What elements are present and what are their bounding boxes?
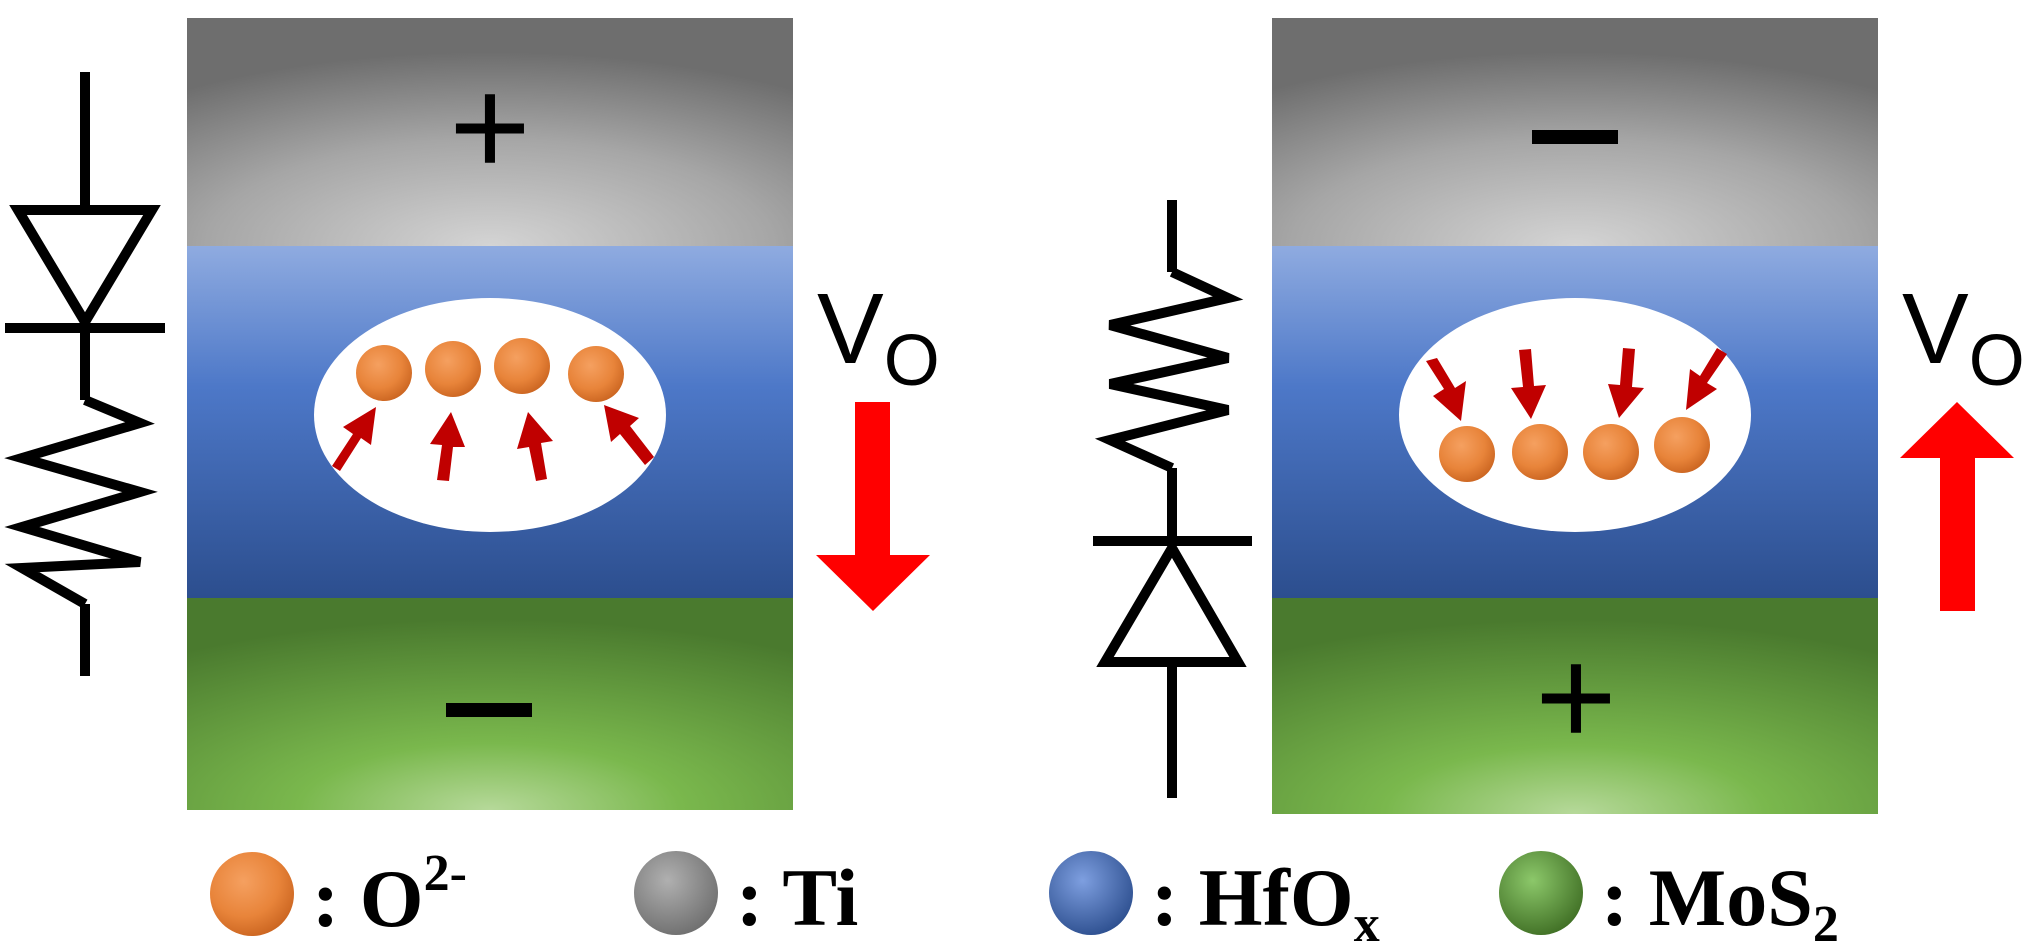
mos2-swatch [1499, 851, 1583, 935]
oxygen-ion [1512, 424, 1568, 480]
legend-label: : MoS [1601, 852, 1813, 943]
oxygen-ion [1439, 426, 1495, 482]
ion-arrow [604, 405, 654, 465]
left-vo-label: VO [817, 273, 940, 401]
diode-icon [1096, 538, 1247, 667]
ion-arrow [1686, 348, 1727, 410]
legend-item-oxygen-ion: : O2- [210, 845, 467, 944]
left-circuit-symbol [4, 72, 165, 676]
right-filament-region [1399, 298, 1751, 532]
oxygen-ion [568, 346, 624, 402]
ion-arrow [517, 412, 553, 481]
legend-sup: 2- [424, 845, 467, 902]
legend-item-mos2: : MoS2 [1499, 851, 1839, 951]
ion-arrow [430, 412, 465, 481]
legend: : O2- : Ti : HfOx : MoS2 [210, 845, 1839, 951]
right-panel: + VO [1093, 18, 2025, 814]
left-vo-arrow-down [816, 402, 930, 611]
oxygen-ion [1583, 424, 1639, 480]
right-bottom-sign: + [1535, 618, 1617, 775]
hfox-swatch [1049, 851, 1133, 935]
right-vo-label: VO [1902, 273, 2025, 401]
legend-label: : HfO [1151, 852, 1354, 943]
left-bottom-sign [446, 703, 532, 717]
legend-sub: 2 [1813, 896, 1839, 951]
legend-item-hfox: : HfOx [1049, 851, 1380, 951]
oxygen-ion [494, 338, 550, 394]
legend-label: : Ti [736, 852, 858, 943]
ion-arrow [332, 407, 376, 471]
ti-swatch [634, 851, 718, 935]
oxygen-ion [1654, 417, 1710, 473]
resistor-icon [4, 395, 158, 609]
svg-text:: MoS2: : MoS2 [1601, 852, 1839, 951]
left-top-sign: + [449, 48, 531, 205]
diode-icon [9, 205, 161, 332]
right-top-sign [1532, 130, 1618, 144]
resistor-icon [1094, 267, 1244, 473]
right-circuit-symbol [1093, 200, 1252, 798]
svg-text:: Ti: : Ti [736, 852, 858, 943]
legend-label: : O [312, 853, 424, 944]
legend-sub: x [1354, 896, 1380, 951]
ion-arrow [1426, 358, 1466, 421]
right-vo-arrow-up [1900, 402, 2014, 611]
left-panel: + VO [4, 18, 940, 810]
oxygen-ion [425, 341, 481, 397]
ion-arrow [1608, 348, 1644, 418]
oxygen-ion [356, 345, 412, 401]
svg-text:: O2-: : O2- [312, 845, 467, 944]
ion-arrow [1511, 349, 1546, 419]
right-mos2-layer [1272, 598, 1878, 814]
legend-item-ti: : Ti [634, 851, 858, 943]
left-ti-layer [187, 18, 793, 246]
svg-text:: HfOx: : HfOx [1151, 852, 1380, 951]
oxygen-ion-swatch [210, 852, 294, 936]
